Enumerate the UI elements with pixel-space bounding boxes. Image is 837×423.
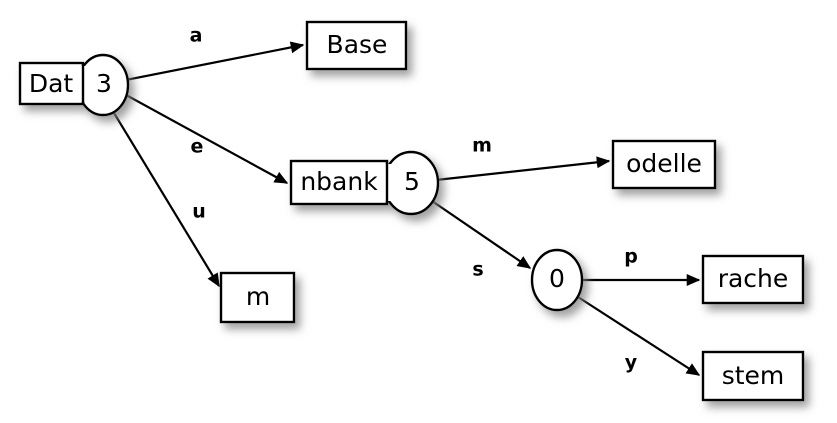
edge-y bbox=[577, 296, 701, 376]
edge-label-e: e bbox=[191, 136, 204, 158]
edge-label-u: u bbox=[192, 201, 206, 223]
node-rect-stem[interactable] bbox=[701, 350, 805, 402]
node-odelle[interactable] bbox=[611, 139, 717, 190]
edge-label-a: a bbox=[190, 25, 203, 47]
node-label-5: 5 bbox=[404, 167, 420, 196]
node-rect-nbank[interactable] bbox=[289, 159, 389, 206]
edge-u bbox=[113, 112, 220, 288]
node-dat-3[interactable] bbox=[18, 53, 130, 117]
node-m[interactable] bbox=[219, 271, 296, 324]
edge-label-p: p bbox=[624, 246, 638, 268]
edge-labels-layer: a e u m s p y bbox=[190, 25, 638, 374]
node-label-odelle: odelle bbox=[626, 149, 702, 178]
node-label-stem: stem bbox=[722, 361, 785, 390]
node-label-3: 3 bbox=[96, 69, 112, 98]
node-label-dat: Dat bbox=[29, 69, 74, 98]
edges-layer bbox=[113, 41, 701, 376]
edge-a bbox=[125, 41, 305, 82]
edge-s bbox=[431, 200, 532, 269]
node-rect-m[interactable] bbox=[219, 271, 296, 324]
node-rache[interactable] bbox=[701, 254, 805, 305]
node-label-0: 0 bbox=[549, 264, 565, 293]
node-label-m: m bbox=[246, 282, 270, 311]
node-label-base: Base bbox=[327, 30, 388, 59]
edge-label-s: s bbox=[472, 259, 483, 281]
edge-e bbox=[125, 94, 289, 184]
node-rect-odelle[interactable] bbox=[611, 139, 717, 190]
node-base[interactable] bbox=[305, 20, 408, 71]
edge-m bbox=[435, 156, 611, 182]
node-stem[interactable] bbox=[701, 350, 805, 402]
node-rect-rache[interactable] bbox=[701, 254, 805, 305]
node-label-rache: rache bbox=[718, 264, 789, 293]
node-ellipse-0[interactable] bbox=[530, 248, 584, 312]
nodes-layer: Dat 3 Base nbank 5 m bbox=[18, 20, 805, 402]
node-rect-base[interactable] bbox=[305, 20, 408, 71]
edge-label-m: m bbox=[472, 135, 492, 157]
node-label-nbank: nbank bbox=[300, 167, 378, 196]
node-nbank-5[interactable] bbox=[289, 150, 440, 216]
node-0[interactable] bbox=[530, 248, 584, 312]
edge-label-y: y bbox=[625, 352, 638, 374]
